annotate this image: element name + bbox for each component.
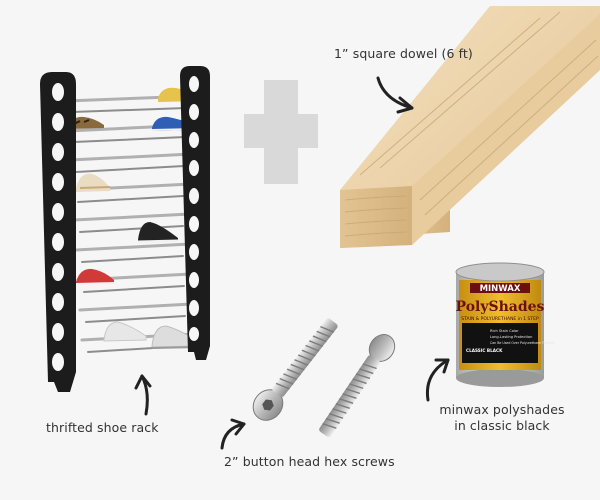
- can-bullet-3: Can Be Used Over Polyurethane Finishes: [490, 341, 555, 345]
- hex-screws-image: [252, 318, 396, 437]
- can-color-name: CLASSIC BLACK: [466, 348, 503, 353]
- shoe-rack-label: thrifted shoe rack: [46, 420, 159, 435]
- can-product: PolyShades: [456, 299, 545, 315]
- can-bullet-2: Long-Lasting Protection: [490, 335, 532, 339]
- shoes: [70, 87, 202, 349]
- dowel-label: 1” square dowel (6 ft): [334, 46, 473, 61]
- curved-arrow-icon-paint: [425, 358, 450, 402]
- paint-label: minwax polyshades in classic black: [434, 402, 570, 434]
- square-dowel-image: [340, 6, 600, 248]
- can-tagline: STAIN & POLYURETHANE in 1 STEP: [461, 316, 539, 322]
- shoe-rack-image: [40, 66, 210, 392]
- screws-label: 2” button head hex screws: [224, 454, 395, 469]
- paint-label-line1: minwax polyshades: [439, 402, 565, 417]
- curved-arrow-icon-screws: [220, 418, 246, 450]
- plus-icon: [244, 80, 318, 184]
- can-brand: MINWAX: [480, 284, 521, 294]
- paint-label-line2: in classic black: [454, 418, 550, 433]
- can-bullet-1: Rich Stain Color: [490, 329, 519, 333]
- curved-arrow-icon-dowel: [376, 76, 414, 114]
- paint-can-image: MINWAX PolyShades STAIN & POLYURETHANE i…: [455, 262, 555, 387]
- curved-arrow-icon-rack: [134, 374, 152, 416]
